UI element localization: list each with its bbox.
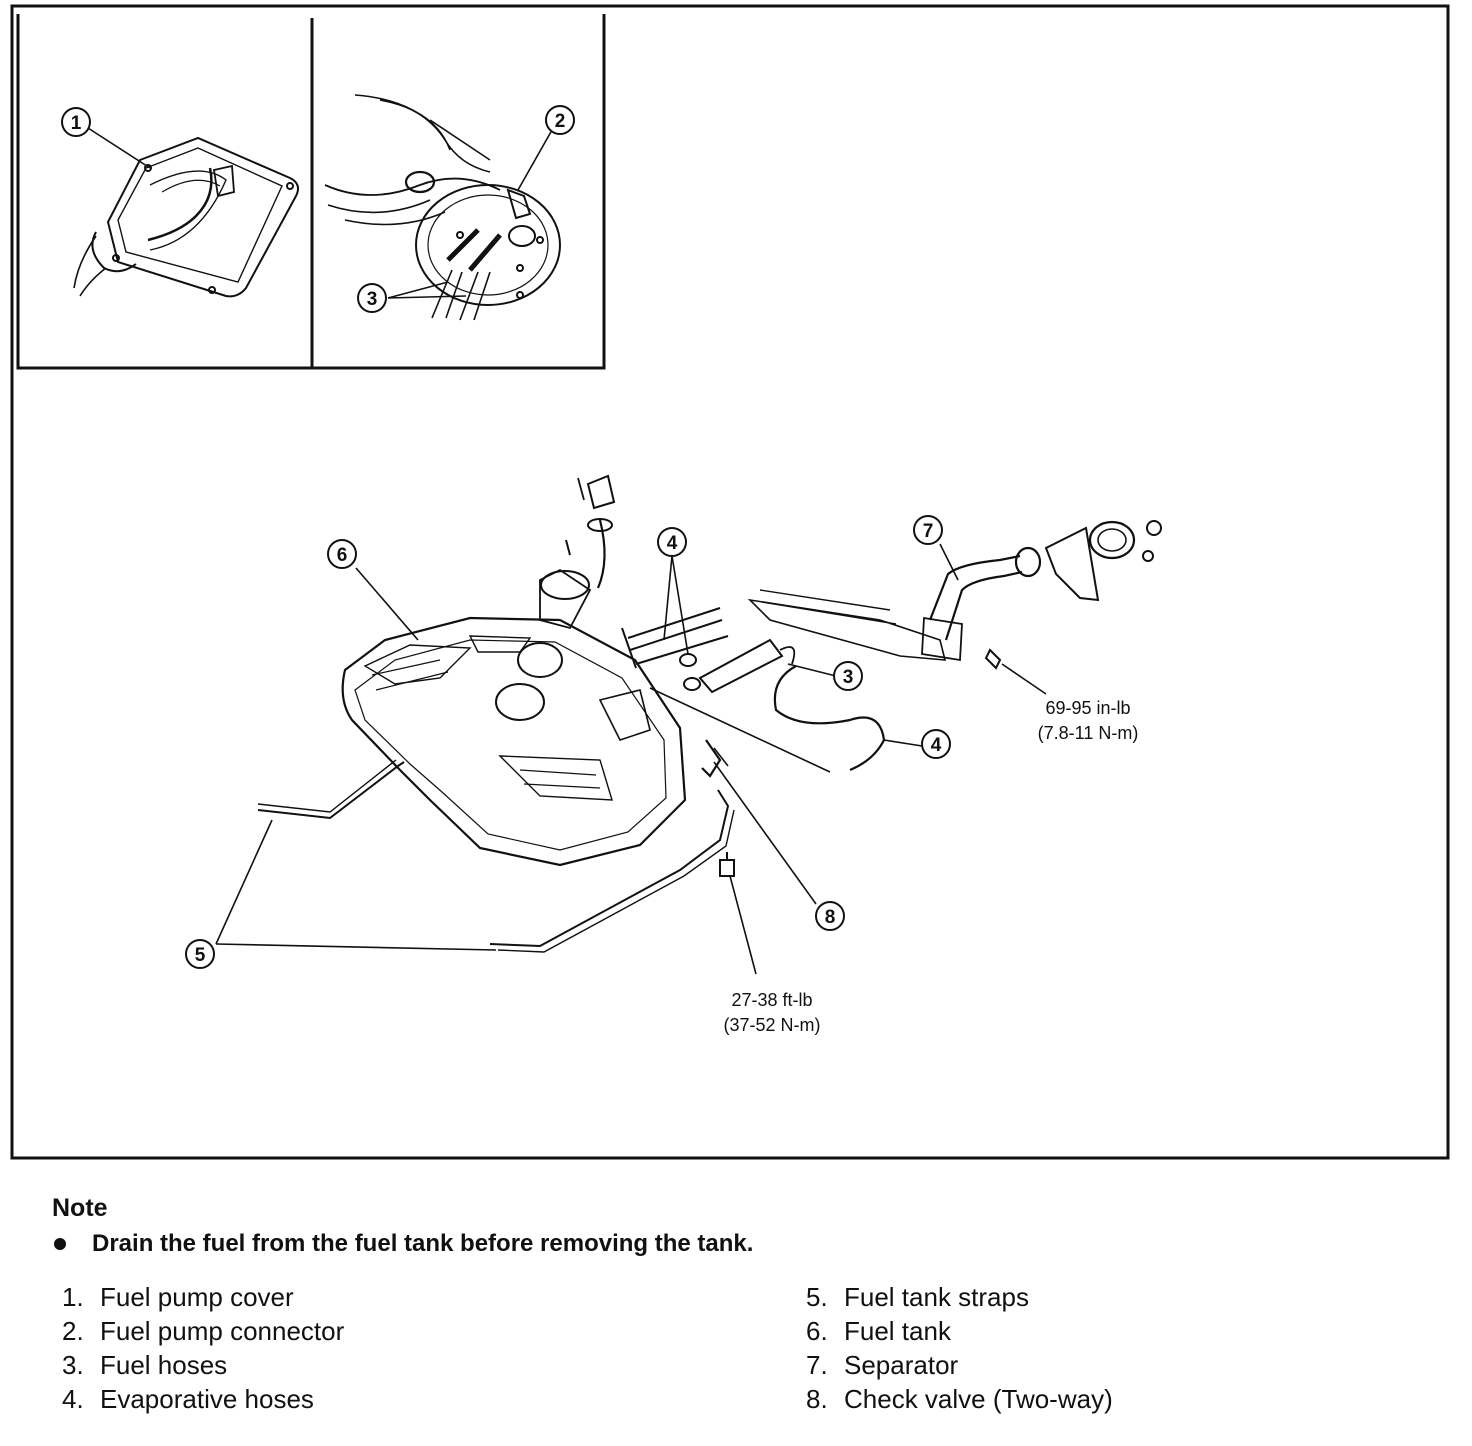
fuel-tank-diagram: 1 2 3 6 4 7 3 4 8 5 69-95 in-lb (7.8-11 … — [10, 4, 1450, 1160]
legend-item-number: 1. — [62, 1282, 84, 1312]
legend-item-number: 8. — [806, 1384, 828, 1414]
leader-5a — [215, 819, 273, 945]
svg-text:1: 1 — [71, 113, 82, 134]
leader-8 — [713, 761, 817, 905]
svg-text:8: 8 — [825, 907, 836, 928]
torque-strap-line2: (37-52 N-m) — [723, 1015, 820, 1035]
parts-legend-left: 1.Fuel pump cover 2.Fuel pump connector … — [62, 1280, 344, 1416]
separator-drawing — [921, 520, 1162, 695]
legend-item-number: 5. — [806, 1282, 828, 1312]
svg-text:7: 7 — [923, 521, 934, 542]
legend-item-number: 7. — [806, 1350, 828, 1380]
legend-item: 5. Fuel tank straps — [806, 1280, 1113, 1314]
callout-6: 6 — [327, 539, 357, 569]
legend-item-label: Separator — [844, 1350, 959, 1380]
leader-3a — [387, 281, 449, 299]
note-title: Note — [52, 1194, 108, 1222]
legend-item: 7. Separator — [806, 1348, 1113, 1382]
legend-item-number: 2. — [62, 1316, 84, 1346]
svg-text:4: 4 — [931, 735, 942, 756]
legend-item-label: Fuel tank straps — [844, 1282, 1029, 1312]
fuel-tank-drawing — [341, 474, 687, 867]
torque-separator-line1: 69-95 in-lb — [1045, 698, 1130, 718]
callout-4-right: 4 — [921, 729, 951, 759]
callout-3-main: 3 — [833, 661, 863, 691]
svg-text:3: 3 — [367, 289, 378, 310]
legend-item-label: Fuel hoses — [100, 1350, 228, 1380]
legend-item-label: Fuel tank — [844, 1316, 951, 1346]
legend-item-label: Fuel pump connector — [100, 1316, 345, 1346]
legend-item-number: 4. — [62, 1384, 84, 1414]
svg-text:4: 4 — [667, 533, 678, 554]
inset-fuel-pump-cover-drawing — [73, 127, 299, 298]
callout-7: 7 — [913, 515, 943, 545]
check-valve-drawing — [701, 739, 817, 975]
parts-legend-right: 5. Fuel tank straps 6. Fuel tank 7. Separat… — [806, 1280, 1113, 1416]
bullet-icon — [54, 1238, 66, 1250]
legend-item-label: Check valve (Two-way) — [844, 1384, 1113, 1414]
svg-text:3: 3 — [843, 667, 854, 688]
legend-item: 3. Fuel hoses — [62, 1348, 344, 1382]
legend-item: 2. Fuel pump connector — [62, 1314, 344, 1348]
torque-separator-line2: (7.8-11 N-m) — [1038, 723, 1139, 743]
legend-item: 8. Check valve (Two-way) — [806, 1382, 1113, 1416]
legend-item-number: 6. — [806, 1316, 828, 1346]
callout-8: 8 — [815, 901, 845, 931]
legend-item-label: Fuel pump cover — [100, 1282, 294, 1312]
leader-torque-separator — [1001, 663, 1047, 695]
svg-text:5: 5 — [195, 945, 206, 966]
inset-connector-hoses-drawing — [324, 94, 561, 321]
legend-item: 6. Fuel tank — [806, 1314, 1113, 1348]
leader-6 — [355, 567, 419, 641]
legend-item-label: Evaporative hoses — [100, 1384, 314, 1414]
callout-5: 5 — [185, 939, 215, 969]
fuel-tank-straps-drawing — [215, 759, 735, 953]
callout-3-inset: 3 — [357, 283, 387, 313]
legend-item: 4. Evaporative hoses — [62, 1382, 344, 1416]
leader-3c — [787, 663, 837, 677]
diagram-frame — [10, 4, 1450, 1160]
leader-7 — [939, 543, 959, 581]
leader-2 — [517, 129, 553, 191]
callout-1: 1 — [61, 107, 91, 137]
leader-4a — [663, 555, 673, 641]
leader-3b — [387, 295, 467, 299]
note-bullet-line: Drain the fuel from the fuel tank before… — [54, 1230, 753, 1258]
svg-text:2: 2 — [555, 111, 566, 132]
callout-4-top: 4 — [657, 527, 687, 557]
leader-torque-strap — [729, 875, 757, 975]
legend-item-number: 3. — [62, 1350, 84, 1380]
leader-5b — [215, 943, 497, 951]
legend-item: 1. Fuel pump cover — [62, 1280, 344, 1314]
callout-2: 2 — [545, 105, 575, 135]
leader-4b — [671, 555, 689, 655]
leader-4c — [883, 739, 923, 747]
leader-1 — [87, 127, 151, 169]
svg-text:6: 6 — [337, 545, 348, 566]
note-bullet-text: Drain the fuel from the fuel tank before… — [92, 1230, 754, 1257]
evap-and-fuel-hoses-drawing — [621, 555, 947, 773]
torque-strap-line1: 27-38 ft-lb — [731, 990, 812, 1010]
